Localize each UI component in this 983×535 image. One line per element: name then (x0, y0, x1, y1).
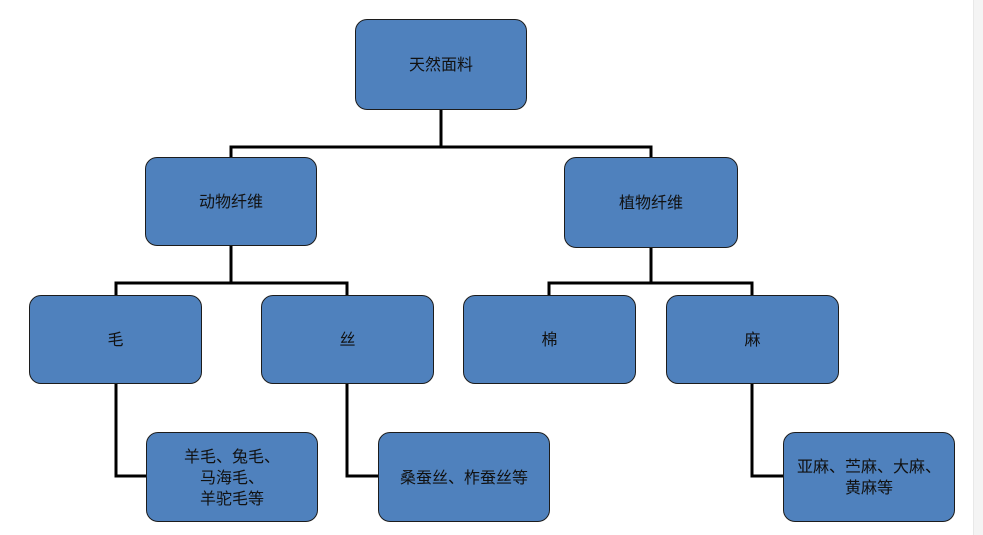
node-silk: 丝 (261, 295, 434, 384)
connector-animal-fiber-to-silk (229, 281, 349, 297)
node-label: 麻 (744, 330, 761, 349)
connector-silk-to-examples (345, 382, 380, 478)
node-wool-examples: 羊毛、兔毛、 马海毛、 羊驼毛等 (146, 432, 318, 522)
node-label: 植物纤维 (618, 193, 683, 212)
node-animal-fiber: 动物纤维 (145, 157, 317, 246)
node-natural-fabric: 天然面料 (355, 19, 527, 110)
connector-plant-fiber-to-hemp (649, 281, 754, 297)
node-cotton: 棉 (463, 295, 636, 384)
node-hemp-examples: 亚麻、苎麻、大麻、 黄麻等 (783, 432, 955, 522)
node-plant-fiber: 植物纤维 (564, 157, 738, 248)
node-hemp: 麻 (666, 295, 839, 384)
node-label: 动物纤维 (198, 192, 263, 211)
connector-hemp-to-examples (750, 382, 785, 478)
node-label: 毛 (107, 330, 124, 349)
node-silk-examples: 桑蚕丝、柞蚕丝等 (378, 432, 550, 522)
node-label: 天然面料 (408, 55, 473, 74)
node-label: 丝 (339, 330, 356, 349)
node-label: 羊毛、兔毛、 马海毛、 羊驼毛等 (183, 446, 280, 508)
connector-plant-fiber-to-cotton (547, 246, 653, 297)
connector-animal-fiber-to-wool (114, 244, 233, 297)
connector-root-to-plant-fiber (439, 145, 653, 159)
node-label: 棉 (541, 330, 558, 349)
node-label: 桑蚕丝、柞蚕丝等 (399, 467, 528, 487)
node-label: 亚麻、苎麻、大麻、 黄麻等 (796, 457, 941, 497)
node-wool: 毛 (29, 295, 202, 384)
connector-root-to-animal-fiber (229, 108, 443, 159)
connector-wool-to-examples (114, 382, 148, 478)
window-right-edge (973, 0, 983, 535)
